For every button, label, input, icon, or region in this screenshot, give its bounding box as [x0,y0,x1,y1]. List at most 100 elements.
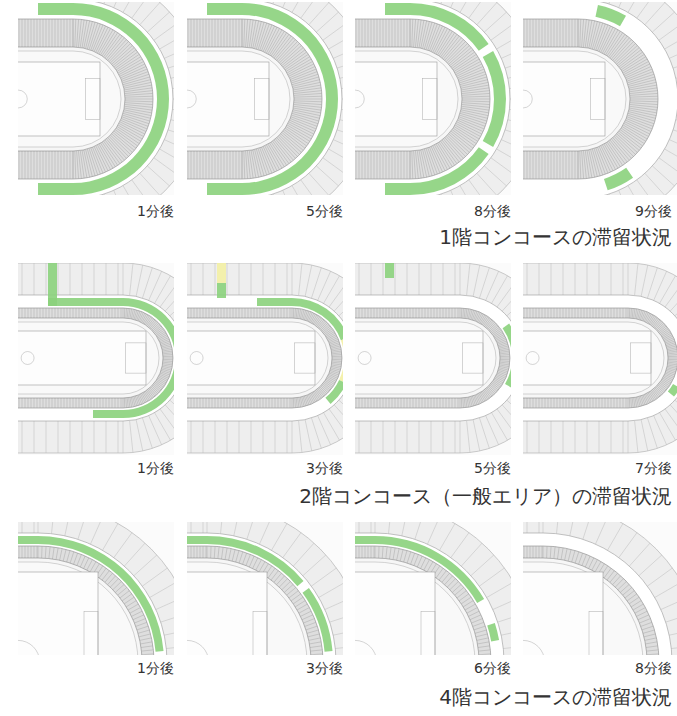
stadium-panel [18,522,174,655]
crowd-area [207,536,304,586]
crowd-area [595,5,626,26]
outer-building [355,2,511,195]
crowd-area [123,298,174,418]
crowd-area [483,51,506,147]
outer-building [355,263,511,453]
row-caption: 4階コンコースの滞留状況 [439,685,672,709]
seat-hatch [18,19,153,179]
track-line [523,322,664,394]
stadium-panel [523,522,677,655]
seat-hatch [18,546,154,655]
time-label: 1分後 [137,660,174,677]
crowd-area [385,3,410,15]
pitch [187,572,267,655]
crowd-area [604,168,633,190]
track [187,47,294,151]
crowd-area [410,3,489,51]
stands [355,308,510,408]
center-circle [187,640,209,655]
track-line [355,322,496,394]
pitch [355,331,483,385]
outer-rooms [355,522,511,655]
track [18,318,163,398]
concourse-ring [523,533,672,655]
crowd-area [38,536,164,652]
label-text: 3分後 [306,460,343,476]
crowd-area [375,536,484,603]
penalty-area [423,78,437,119]
concourse-ring [355,2,510,195]
stadium-panel [523,2,677,195]
seat-hatch [187,19,322,179]
seat-hatch [523,308,677,408]
crowd-area [302,588,332,652]
stadium-panel [18,263,174,455]
penalty-area [253,612,267,655]
penalty-area [630,343,651,373]
track-line [18,51,121,147]
crowd-area [217,283,226,298]
pitch [523,572,603,655]
penalty-area [294,343,315,373]
stands [355,546,491,655]
penalty-area [255,78,269,119]
outer-rooms [523,522,677,655]
outer-rooms [18,522,174,655]
label-text: 1分後 [137,460,174,476]
crowd-area [207,3,242,15]
crowd-area [257,298,292,306]
center-circle [523,90,532,108]
label-text: 5分後 [474,460,511,476]
outer-rooms [187,522,343,655]
time-label: 5分後 [474,460,511,477]
crowd-area [385,263,394,278]
label-text: 4階コンコースの滞留状況 [439,685,672,709]
pitch [355,62,437,136]
seat-hatch [18,308,173,408]
track-line [523,51,626,147]
outer-building [187,2,343,195]
center-circle [526,352,539,365]
concourse-ring [18,2,173,195]
time-label: 5分後 [306,203,343,220]
stands [523,19,658,179]
center-circle [523,640,545,655]
crowd-area [355,536,375,544]
label-text: 8分後 [474,203,511,219]
pitch [18,331,146,385]
stadium-panel [355,2,511,195]
stands [18,546,154,655]
label-text: 8分後 [635,660,672,676]
seat-hatch [523,19,658,179]
label-text: 9分後 [635,203,672,219]
track-line [18,322,159,394]
row-caption: 2階コンコース（一般エリア）の滞留状況 [299,484,672,508]
crowd-area [292,298,343,340]
stadium-panel [187,263,343,455]
pitch [187,331,315,385]
crowd-area [93,410,123,418]
label-text: 7分後 [635,460,672,476]
stands [187,19,322,179]
crowd-area [410,147,489,195]
label-text: 2階コンコース（一般エリア）の滞留状況 [299,484,672,508]
penalty-area [125,343,146,373]
track [18,47,125,151]
outer-building [18,263,174,453]
seat-hatch [355,19,490,179]
stadium-panel [18,2,174,195]
stadium-panel [187,522,343,655]
stadium-panel [523,263,677,455]
seat-hatch [355,546,491,655]
penalty-area [421,612,435,655]
stands [523,308,677,408]
outer-building [523,263,677,453]
crowd-area [73,3,169,195]
time-label: 3分後 [306,460,343,477]
concourse-ring [187,2,342,195]
label-text: 3分後 [306,660,343,676]
track [523,318,668,398]
crowd-area [48,298,123,306]
time-label: 1分後 [137,460,174,477]
time-label: 1分後 [137,203,174,220]
